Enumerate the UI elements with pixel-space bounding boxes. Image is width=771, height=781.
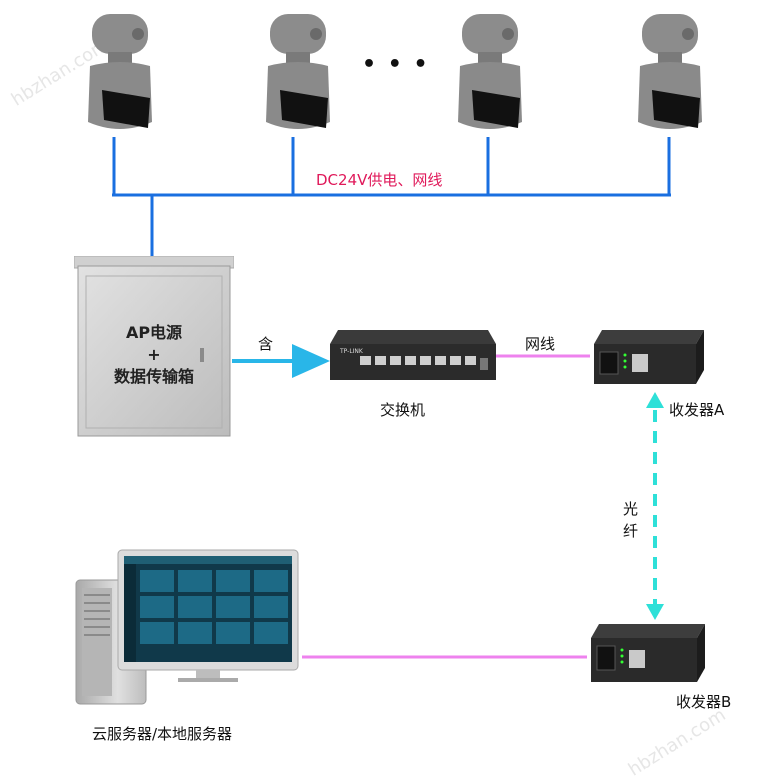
camera-icon bbox=[266, 14, 330, 129]
fiber-label-line2: 纤 bbox=[623, 522, 639, 540]
camera-icon bbox=[88, 14, 152, 129]
ap-box-line1: AP电源 bbox=[125, 323, 183, 342]
cabinet-icon bbox=[74, 256, 234, 437]
camera-icon bbox=[638, 14, 702, 129]
transceiver-icon bbox=[594, 330, 704, 384]
transceiver-icon bbox=[591, 624, 705, 682]
camera-icon bbox=[458, 14, 522, 129]
switch-label: 交换机 bbox=[380, 401, 426, 419]
fiber-label: 光 纤 bbox=[623, 498, 638, 542]
contains-label: 含 bbox=[258, 335, 274, 353]
power-network-label: DC24V供电、网线 bbox=[316, 171, 443, 189]
ap-box-line2: 数据传输箱 bbox=[113, 367, 194, 386]
switch-icon: TP-LINK bbox=[330, 330, 496, 380]
fiber-link bbox=[646, 392, 664, 620]
contains-arrow bbox=[232, 344, 330, 378]
transceiver-a-label: 收发器A bbox=[669, 401, 725, 419]
network-cable-label: 网线 bbox=[525, 335, 556, 353]
ap-box-plus: + bbox=[147, 345, 161, 364]
switch-brand: TP-LINK bbox=[339, 348, 364, 355]
monitor-icon bbox=[117, 549, 299, 682]
fiber-label-line1: 光 bbox=[623, 500, 639, 518]
server-label: 云服务器/本地服务器 bbox=[92, 725, 233, 743]
bus-lines bbox=[112, 137, 671, 258]
ap-box-text: AP电源 + 数据传输箱 bbox=[86, 322, 222, 388]
ellipsis: • • • bbox=[362, 52, 430, 77]
transceiver-b-label: 收发器B bbox=[676, 693, 732, 711]
